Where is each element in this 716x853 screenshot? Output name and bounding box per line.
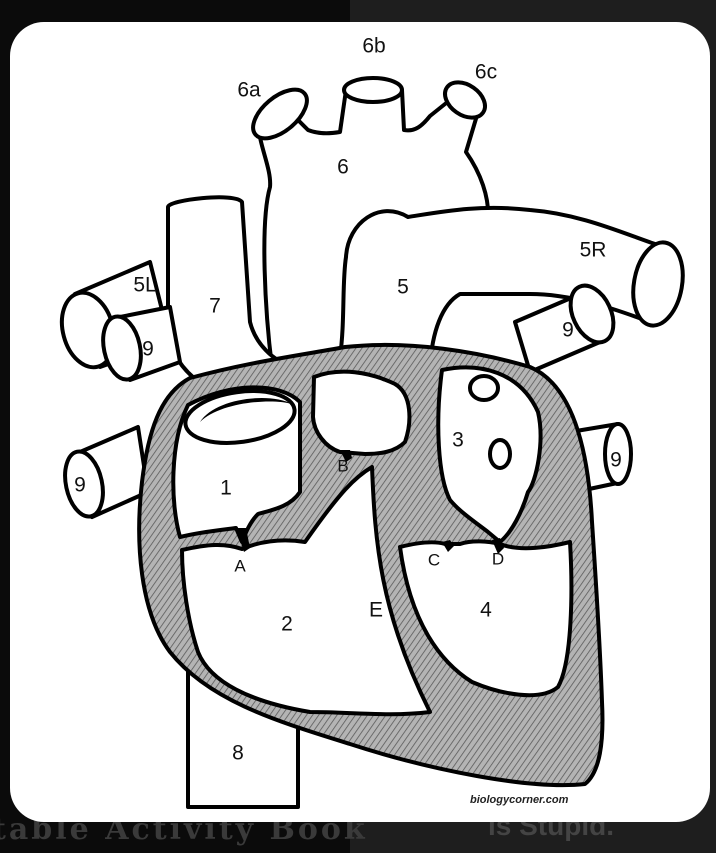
pulmonary-vein-left-upper-opening xyxy=(101,314,143,382)
label-9-right-lower: 9 xyxy=(610,448,622,472)
label-5L: 5L xyxy=(133,273,157,297)
label-6: 6 xyxy=(337,155,349,179)
label-7: 7 xyxy=(209,294,221,318)
pulmonary-vein-opening-upper xyxy=(468,374,500,402)
pulmonary-vein-right-lower-opening xyxy=(603,422,633,486)
label-5: 5 xyxy=(397,275,409,299)
label-9-left-lower: 9 xyxy=(74,473,86,497)
atrium-opening-shadow xyxy=(200,398,292,422)
pulmonary-vein-right-upper-opening xyxy=(568,283,616,345)
label-valve-A: A xyxy=(234,556,246,576)
valve-a-flap xyxy=(236,528,250,552)
label-9-right-upper: 9 xyxy=(562,318,574,342)
label-2: 2 xyxy=(281,612,293,636)
vena-cava-opening xyxy=(183,389,297,445)
label-9-left-upper: 9 xyxy=(142,337,154,361)
pulmonary-trunk xyxy=(338,205,657,374)
label-septum-E: E xyxy=(366,598,386,622)
pulmonary-vein-left-lower-opening xyxy=(63,449,105,519)
pulmonary-artery-right-opening xyxy=(631,240,685,328)
credit-text: biologycorner.com xyxy=(470,794,569,806)
valve-d-flap xyxy=(492,538,504,554)
label-6c: 6c xyxy=(474,60,498,84)
branch-6a-opening xyxy=(251,87,309,141)
branch-6b-opening xyxy=(342,76,404,104)
heart-diagram xyxy=(59,76,685,809)
label-5R: 5R xyxy=(579,238,607,262)
label-valve-D: D xyxy=(491,549,505,569)
label-6a: 6a xyxy=(237,78,261,102)
branch-6c-opening xyxy=(443,80,487,120)
label-valve-B: B xyxy=(337,456,349,476)
chamber-4-left-ventricle xyxy=(398,539,574,698)
valve-b-flap xyxy=(340,450,352,462)
heart-diagram-card: 6a 6b 6c 6 5 5R 5L 7 9 9 9 9 1 2 3 4 A B… xyxy=(10,22,710,822)
label-1: 1 xyxy=(220,476,232,500)
label-4: 4 xyxy=(480,598,492,622)
chamber-2-right-ventricle xyxy=(180,465,432,717)
label-3: 3 xyxy=(452,428,464,452)
valve-c-flap xyxy=(442,540,454,552)
label-8: 8 xyxy=(232,741,244,765)
label-valve-C: C xyxy=(427,550,441,570)
label-6b: 6b xyxy=(362,34,386,58)
pulmonary-root xyxy=(311,369,412,456)
pulmonary-vein-opening-lower xyxy=(488,438,512,470)
